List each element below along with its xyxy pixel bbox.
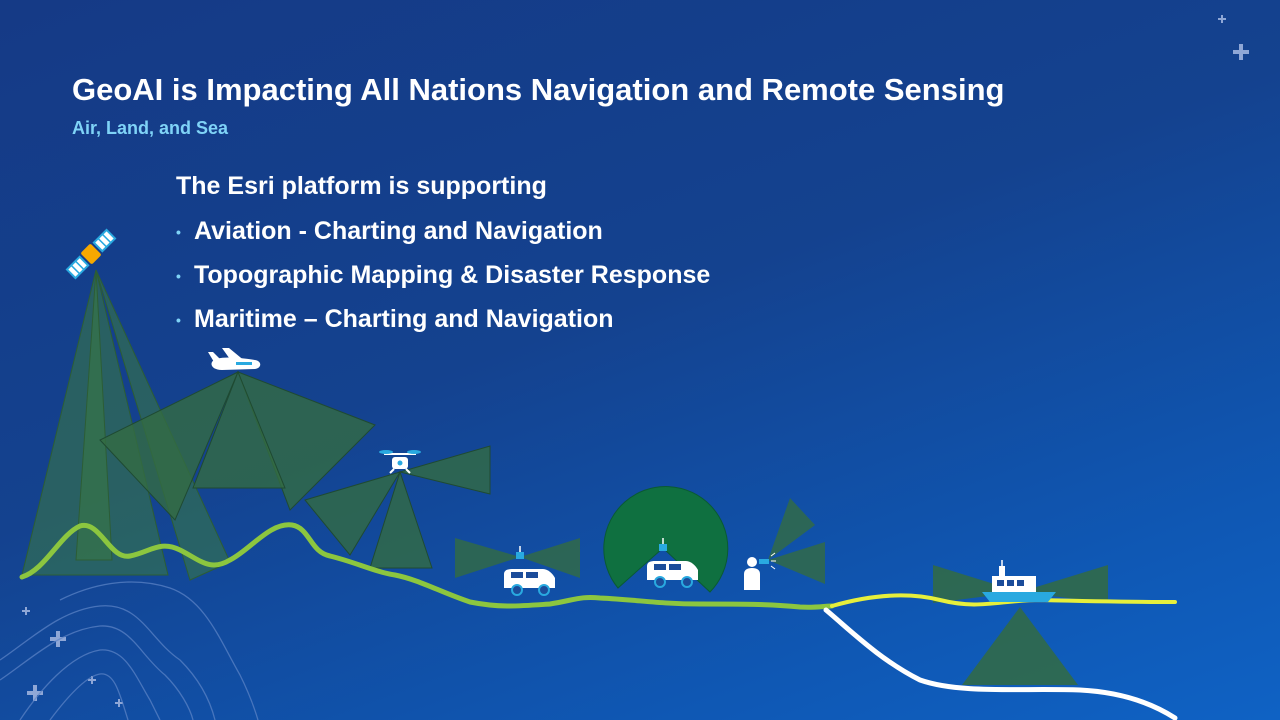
bullet-dot-icon: • xyxy=(176,268,181,285)
slide-subtitle: Air, Land, and Sea xyxy=(72,118,229,138)
bullet-list: • Aviation - Charting and Navigation • Top… xyxy=(176,214,710,346)
bullet-item-maritime: • Maritime – Charting and Navigation xyxy=(176,302,710,346)
person-sensor-cones xyxy=(768,498,825,584)
bullet-label: Aviation - Charting and Navigation xyxy=(194,217,603,245)
bullet-dot-icon: • xyxy=(176,312,181,329)
contour-lines xyxy=(0,581,259,720)
vehicle-icon xyxy=(647,538,698,588)
drone-sensor-cones xyxy=(304,445,491,569)
person-icon xyxy=(744,552,776,590)
boat-icon xyxy=(982,560,1056,602)
satellite-icon xyxy=(65,228,117,280)
bullet-item-topographic: • Topographic Mapping & Disaster Response xyxy=(176,258,710,302)
bullet-label: Topographic Mapping & Disaster Response xyxy=(194,261,711,289)
slide-title: GeoAI is Impacting All Nations Navigatio… xyxy=(72,72,1005,107)
terrain-line xyxy=(19,522,835,610)
decor-plus-icon xyxy=(22,15,1249,707)
airplane-icon xyxy=(208,348,261,370)
bullet-dot-icon: • xyxy=(176,224,181,241)
intro-text: The Esri platform is supporting xyxy=(176,172,547,200)
vehicle-icon xyxy=(504,546,555,596)
airplane-sensor-cones xyxy=(99,370,376,521)
coastline xyxy=(830,593,1177,608)
seafloor-line xyxy=(823,607,1178,720)
vehicle-sensor-dome xyxy=(603,486,729,593)
bullet-label: Maritime – Charting and Navigation xyxy=(194,305,614,333)
drone-icon xyxy=(379,450,421,474)
bullet-item-aviation: • Aviation - Charting and Navigation xyxy=(176,214,710,258)
vehicle-sensor-cones xyxy=(455,538,580,578)
